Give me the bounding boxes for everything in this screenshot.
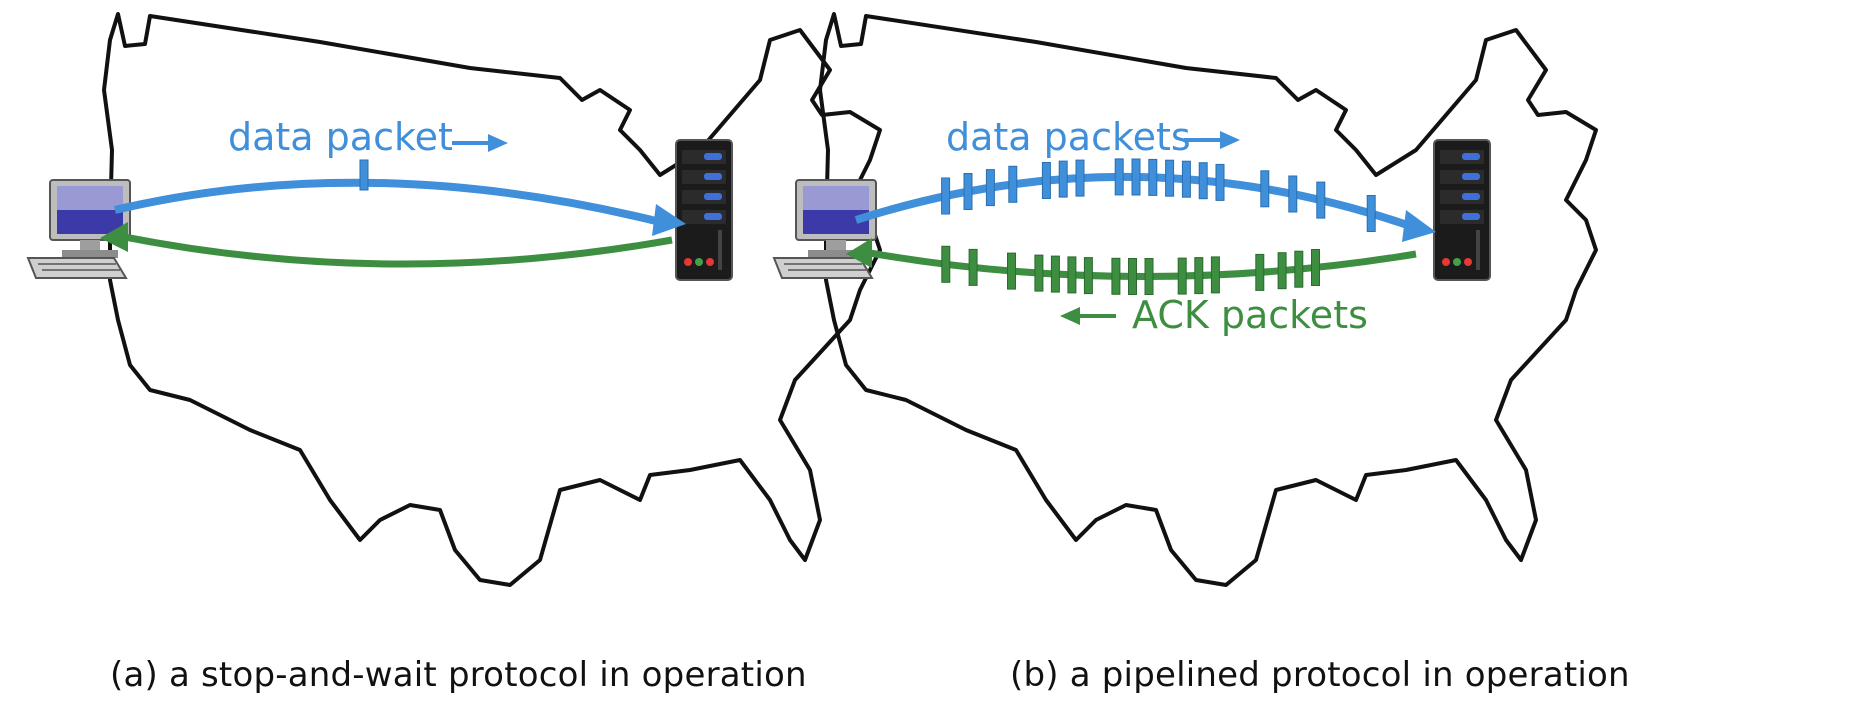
data-packet [1148,158,1158,196]
server-tower-icon [1433,139,1491,281]
ack-packet [1277,252,1287,290]
data-packet [1058,160,1068,198]
ack-path-a [119,232,673,268]
panel-a-stop-and-wait: data packet [27,12,882,587]
data-direction-arrow-a [452,134,508,152]
data-packet [1366,195,1376,232]
data-packet [941,177,951,215]
ack-packet [968,248,978,286]
ack-packet [1034,254,1044,292]
ack-packet [941,245,951,283]
data-packet [1008,165,1018,203]
data-packet [1114,158,1124,196]
data-packet [1316,181,1326,219]
data-path-a [114,178,661,226]
ack-packets-label: ACK packets [1132,293,1368,337]
ack-direction-arrow [1060,307,1116,325]
ack-arrowhead-b [846,238,872,268]
ack-arrowhead-a [100,222,128,252]
ack-packet [1194,257,1204,295]
data-packet [1181,160,1191,198]
ack-path-b [863,248,1417,280]
caption-b: (b) a pipelined protocol in operation [1010,655,1630,695]
data-packet [1131,158,1141,196]
data-packet [1198,162,1208,200]
us-map-outline-a [102,12,882,587]
data-packets-group [941,158,1376,232]
ack-packet [1067,256,1077,294]
ack-packets-group [941,245,1320,295]
ack-packet [1007,252,1016,290]
ack-packet [1144,258,1154,295]
data-arrowhead-a [652,204,686,236]
data-packet [985,169,995,207]
ack-packet [1128,258,1137,295]
ack-packet [1255,253,1265,291]
ack-packet [1083,257,1093,295]
desktop-computer-icon [773,179,877,279]
data-packet-label: data packet [228,115,453,159]
data-packet [1041,162,1051,199]
data-direction-arrow-b [1184,131,1240,149]
ack-packet [1111,257,1121,295]
data-packet [1075,159,1085,197]
ack-packet [1294,250,1304,288]
server-tower-icon [675,139,733,281]
data-packet [963,173,973,210]
caption-a: (a) a stop-and-wait protocol in operatio… [110,655,807,695]
desktop-computer-icon [27,179,131,279]
data-packet [1165,159,1175,197]
ack-packet [1311,249,1320,286]
data-arrowhead-b [1402,210,1436,242]
ack-packet [1050,255,1060,293]
data-packet [1288,175,1298,213]
data-packet [359,159,369,191]
ack-packet [1210,256,1220,294]
data-packets-label: data packets [946,115,1191,159]
data-packet [1215,163,1225,201]
data-packet [1260,170,1270,208]
panel-b-pipelined: data packets ACK packets [773,12,1598,587]
ack-packet [1177,257,1187,295]
